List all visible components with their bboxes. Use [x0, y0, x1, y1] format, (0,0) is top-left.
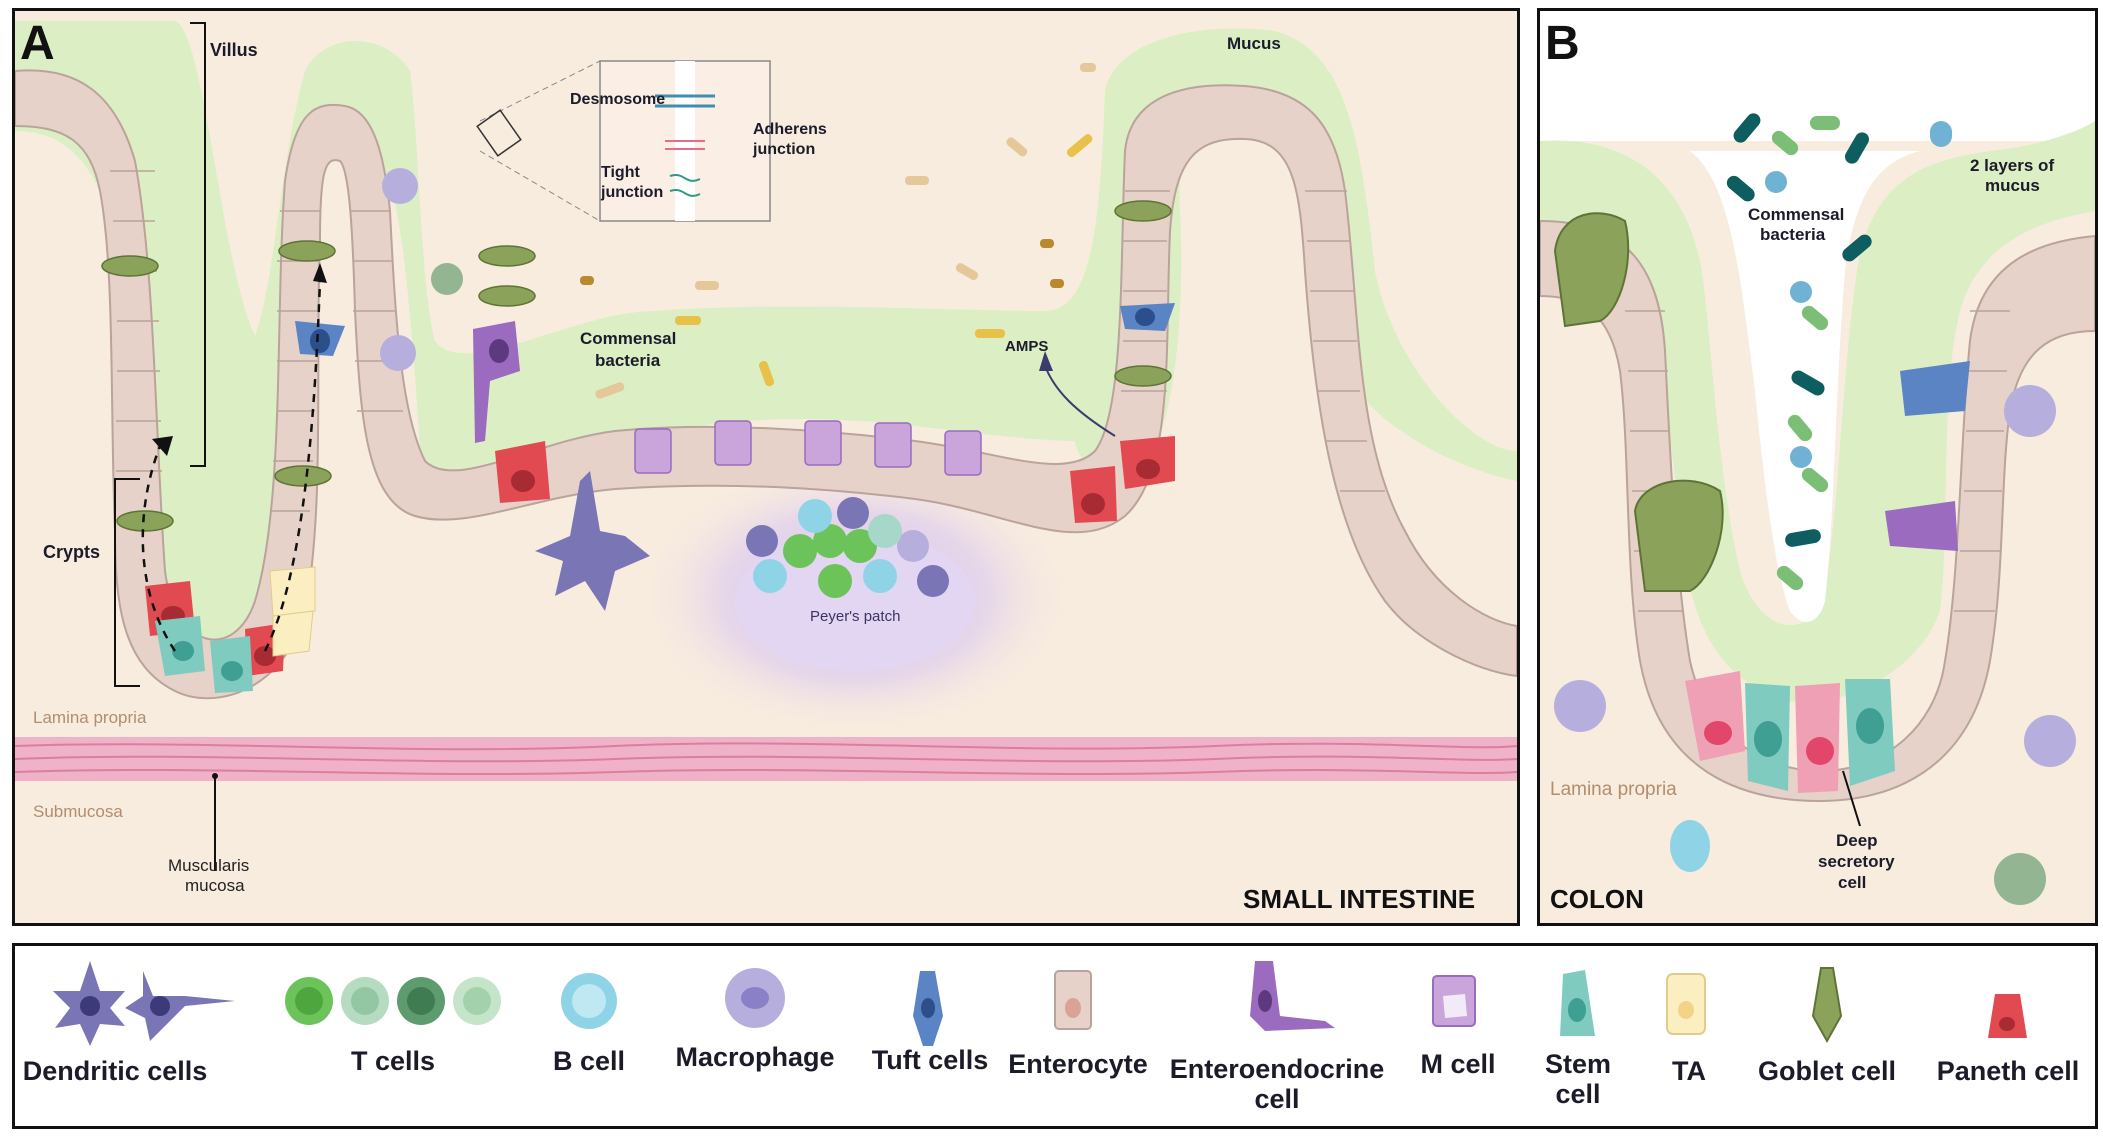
amps-arrow-head — [1039, 351, 1053, 371]
muscularis-mucosa — [15, 737, 1517, 781]
label-mucus: Mucus — [1227, 34, 1281, 53]
legend-ta: TA — [1672, 1056, 1706, 1086]
cell-legend: Dendritic cells T cells B cell Macrophag… — [12, 943, 2098, 1129]
deep-cell-pointer — [1842, 770, 1861, 827]
colon-enteroendocrine — [1885, 501, 1958, 551]
legend-paneth: Paneth cell — [1937, 1056, 2080, 1086]
legend-stem-1: Stem — [1545, 1049, 1611, 1079]
label-deep-2: secretory — [1818, 852, 1895, 871]
legend-tuft: Tuft cells — [872, 1045, 989, 1075]
legend-enteroendocrine-1: Enteroendocrine — [1170, 1054, 1385, 1084]
migration-arrows — [141, 280, 322, 652]
dendritic-cell-icon — [53, 961, 235, 1046]
enterocyte-icon — [1054, 970, 1092, 1030]
panel-small-intestine: A Villus Crypts Mucus Desmosome Adherens… — [12, 8, 1520, 926]
label-amps: AMPS — [1005, 338, 1048, 355]
panel-b-letter: B — [1545, 17, 1580, 70]
label-deep-3: cell — [1838, 873, 1866, 892]
ta-cells — [269, 566, 316, 657]
legend-m-cell: M cell — [1420, 1049, 1495, 1079]
epithelium-band — [15, 69, 1517, 700]
colon-mucus — [1540, 121, 2095, 703]
goblet-cells — [101, 200, 1172, 532]
colon-immune-cells — [1554, 385, 2076, 905]
label-tight-1: Tight — [601, 164, 640, 181]
arrow-head-right — [313, 263, 327, 283]
label-deep-1: Deep — [1836, 831, 1878, 850]
label-commensal-1: Commensal — [1748, 205, 1844, 224]
label-muscularis-2: mucosa — [185, 876, 245, 895]
peyers-patch-lymphocytes — [753, 499, 902, 598]
macrophage-icon — [725, 968, 785, 1028]
legend-enteroendocrine-2: cell — [1254, 1084, 1299, 1114]
t-cell-icon — [285, 977, 501, 1025]
legend-stem-2: cell — [1555, 1079, 1600, 1109]
goblet-cell-icon — [1811, 967, 1843, 1044]
legend-b-cell: B cell — [553, 1046, 625, 1076]
label-lamina-propria-b: Lamina propria — [1550, 779, 1677, 800]
enteroendocrine-cell — [473, 321, 520, 443]
label-muscularis-1: Muscularis — [168, 856, 249, 875]
label-commensal-1: Commensal — [580, 329, 676, 348]
label-desmosome: Desmosome — [570, 91, 665, 108]
label-commensal-2: bacteria — [1760, 225, 1826, 244]
legend-graphic: Dendritic cells T cells B cell Macrophag… — [23, 961, 2080, 1114]
legend-macrophage: Macrophage — [675, 1042, 834, 1072]
panel-b-title: COLON — [1550, 884, 1644, 914]
colon-tuft-cell — [1900, 361, 1970, 416]
b-cell-icon — [561, 973, 617, 1029]
amps-arrow — [1044, 365, 1116, 437]
label-commensal-2: bacteria — [595, 351, 661, 370]
label-crypts: Crypts — [43, 542, 100, 562]
legend-t-cells: T cells — [351, 1046, 435, 1076]
label-adherens-2: junction — [752, 141, 815, 158]
enteroendocrine-icon — [1250, 961, 1335, 1031]
label-villus: Villus — [210, 40, 258, 60]
label-mucus-layers-2: mucus — [1985, 176, 2040, 195]
label-peyers-patch: Peyer's patch — [810, 608, 900, 625]
colon-bacteria — [1726, 113, 1952, 591]
panel-a-title: SMALL INTESTINE — [1243, 884, 1475, 914]
panel-colon: B 2 layers of mucus Commensal bacteria L… — [1537, 8, 2098, 926]
colon-goblet-cells — [1553, 212, 1724, 592]
legend-goblet: Goblet cell — [1758, 1056, 1896, 1086]
macrophages — [380, 168, 929, 562]
label-adherens-1: Adherens — [753, 121, 827, 138]
m-cell-icon — [1432, 975, 1476, 1027]
colon-cell-dividers — [1625, 310, 2010, 612]
stem-cells — [155, 616, 253, 693]
stem-cell-icon — [1560, 970, 1595, 1036]
small-intestine-diagram: A Villus Crypts Mucus Desmosome Adherens… — [15, 17, 1517, 914]
brackets — [114, 22, 216, 871]
colon-diagram: B 2 layers of mucus Commensal bacteria L… — [1540, 11, 2095, 914]
tuft-cell-icon — [913, 971, 943, 1046]
panel-a-letter: A — [20, 17, 55, 70]
muscularis-pointer-dot — [212, 773, 218, 779]
t-cell-villus — [431, 263, 463, 295]
ta-cell-icon — [1666, 973, 1706, 1035]
label-tight-2: junction — [600, 184, 663, 201]
colon-epithelium — [1540, 219, 2095, 803]
m-cells — [634, 420, 982, 476]
label-submucosa: Submucosa — [33, 802, 123, 821]
junction-inset — [476, 60, 771, 222]
colon-stem-paneth — [1685, 671, 1895, 793]
commensal-bacteria — [580, 63, 1096, 399]
dendritic-cells — [535, 471, 949, 611]
arrow-head-left — [152, 436, 173, 456]
label-lamina-propria: Lamina propria — [33, 708, 147, 727]
legend-enterocyte: Enterocyte — [1008, 1049, 1148, 1079]
paneth-cell-icon — [1988, 994, 2027, 1038]
tuft-cells — [295, 303, 1175, 356]
legend-dendritic: Dendritic cells — [23, 1056, 208, 1086]
label-mucus-layers-1: 2 layers of — [1970, 156, 2054, 175]
